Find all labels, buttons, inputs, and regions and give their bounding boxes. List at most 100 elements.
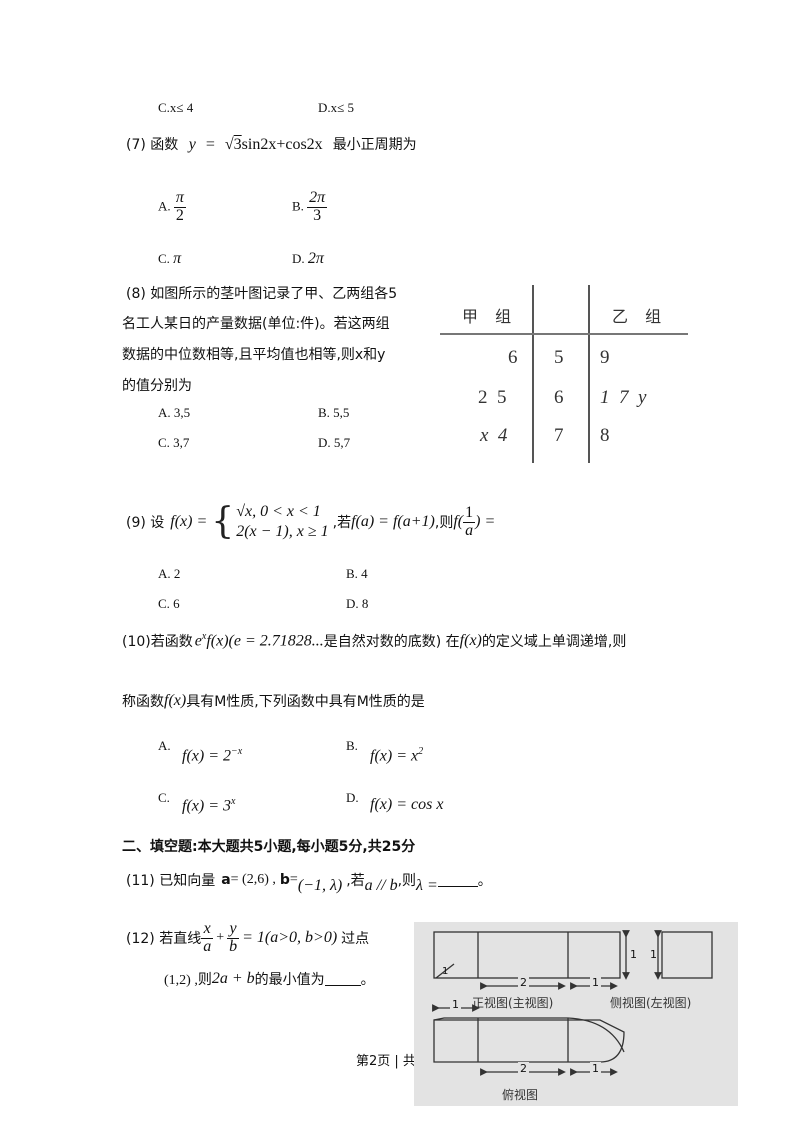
q8-line-4: 的值分别为 xyxy=(122,378,192,394)
q6-option-d: D.x≤ 5 xyxy=(318,100,355,115)
q10-option-d: f(x) = cos x xyxy=(370,796,444,813)
q9-option-b: B. 4 xyxy=(346,566,368,581)
q11-end: 。 xyxy=(477,873,492,889)
q12-plus: + xyxy=(216,930,225,945)
stem-leaf-figure: 甲 组 乙 组 6 5 9 2 5 6 1 7 y x 4 7 8 xyxy=(440,285,690,470)
q12-end: 。 xyxy=(360,972,375,988)
dim-front-right: 1 xyxy=(590,976,601,989)
q7-option-d: D. 2π xyxy=(292,250,324,268)
q11-lambda: λ = xyxy=(416,877,438,894)
stem-row-3-left: x 4 xyxy=(480,425,508,446)
stem-row-1-right: 9 xyxy=(600,347,610,368)
q10-line2-suffix: 具有M性质,下列函数中具有M性质的是 xyxy=(186,694,425,710)
stem-row-1-left: 6 xyxy=(508,347,518,368)
q12-frac-y-den: b xyxy=(229,937,238,955)
q7-sqrt-radicand: 3 xyxy=(233,136,242,153)
q8-option-d: D. 5,7 xyxy=(318,435,351,450)
q12-rest: = 1(a>0, b>0) xyxy=(242,929,338,946)
q10-option-b-sup: 2 xyxy=(418,746,424,757)
dim-front-height: 1 xyxy=(630,948,637,961)
q10-mid: 是自然对数的底数) 在 xyxy=(323,634,460,650)
q12-expr: 2a + b xyxy=(211,970,255,987)
stem-divider-left xyxy=(532,285,534,463)
q9-option-d: D. 8 xyxy=(346,596,369,611)
q7-sqrt: √3 xyxy=(224,136,242,153)
q10-option-a-sup: −x xyxy=(231,746,243,757)
dim-top-right: 1 xyxy=(590,1062,601,1075)
q9-option-a: A. 2 xyxy=(158,566,181,581)
q7-formula-eq: = xyxy=(205,136,215,153)
q6-option-c: C.x≤ 4 xyxy=(158,100,194,115)
q10-option-b-base: f(x) = x xyxy=(370,747,419,765)
q10-prefix: (10)若函数 xyxy=(122,634,193,650)
q9-mid: ,若 xyxy=(332,515,352,531)
q9-ask-num: 1 xyxy=(463,503,476,523)
q8-line-2: 名工人某日的产量数据(单位:件)。若这两组 xyxy=(122,316,390,332)
dim-front-width: 2 xyxy=(518,976,529,989)
q9-stem: (9) 设 f(x) = { √x, 0 < x < 1 2(x − 1), x… xyxy=(126,500,495,544)
q7-option-c: C. π xyxy=(158,250,181,268)
q11-then: ,则 xyxy=(397,873,417,889)
stem-left-header: 甲 组 xyxy=(462,307,518,326)
q12-line-2: (1,2) ,则 2a + b 的最小值为 。 xyxy=(164,966,375,992)
stem-divider-right xyxy=(588,285,590,463)
q9-ask-den: a xyxy=(465,521,474,539)
q12-answer-blank[interactable] xyxy=(324,973,361,986)
q7-formula: y = √3sin2x+cos2x xyxy=(189,136,327,153)
q7-option-a-den: 2 xyxy=(175,206,184,224)
q10-option-a-base: f(x) = 2 xyxy=(182,747,231,765)
q10-line2-prefix: 称函数 xyxy=(122,694,164,710)
q8-option-c: C. 3,7 xyxy=(158,435,190,450)
q7-option-a-label: A. xyxy=(158,198,171,214)
q11-answer-blank[interactable] xyxy=(437,874,478,887)
q11-vector-a-value: = (2,6) , xyxy=(230,872,276,887)
q10-option-c-base: f(x) = 3 xyxy=(182,797,231,815)
q11-vector-b-value: (−1, λ) xyxy=(297,877,343,894)
q10-expr-rest: f(x)(e = 2.71828... xyxy=(206,632,324,650)
q9-brace: { xyxy=(211,501,235,542)
q10-line-2: 称函数 f(x) 具有M性质,下列函数中具有M性质的是 xyxy=(122,686,425,716)
q11-vector-b-eq: = xyxy=(289,872,298,887)
q12-frac-x-num: x xyxy=(201,920,214,939)
q8-line-1: (8) 如图所示的茎叶图记录了甲、乙两组各5 xyxy=(126,286,398,302)
q9-fx: f(x) = xyxy=(170,513,208,530)
q7-option-d-value: 2π xyxy=(307,250,324,267)
stem-row-2-left: 2 5 xyxy=(478,387,507,408)
q9-option-c: C. 6 xyxy=(158,596,180,611)
q10-expr-e: e xyxy=(194,632,202,650)
q9-case-2: 2(x − 1), x ≥ 1 xyxy=(236,523,329,540)
q7-formula-rest: sin2x+cos2x xyxy=(241,136,323,153)
q9-condition: f(a) = f(a+1) xyxy=(351,513,435,530)
page-footer: 第2页 | 共 xyxy=(356,1054,416,1069)
q11-prefix: (11) 已知向量 xyxy=(126,873,216,889)
q7-option-b-num: 2π xyxy=(307,189,328,208)
q10-line2-fx: f(x) xyxy=(164,692,187,709)
top-view-label: 俯视图 xyxy=(502,1088,539,1102)
stem-row-3-stem: 7 xyxy=(554,425,564,446)
q7-option-a-num: π xyxy=(173,189,186,208)
q12-frac-y-num: y xyxy=(227,920,240,939)
stem-row-3-right: 8 xyxy=(600,425,610,446)
front-view-label: 正视图(主视图) xyxy=(472,996,554,1010)
q11-vector-a: a xyxy=(221,872,231,888)
q12-prefix: (12) 若直线 xyxy=(126,931,202,947)
dim-top-left: 1 xyxy=(450,998,461,1011)
q10-option-c: f(x) = 3x xyxy=(182,796,235,815)
q9-case-1: √x, 0 < x < 1 xyxy=(236,503,321,520)
q8-option-a: A. 3,5 xyxy=(158,405,191,420)
q10-fx: f(x) xyxy=(459,632,482,649)
q11-mid: ,若 xyxy=(346,873,365,889)
q12-suffix: 过点 xyxy=(341,931,370,947)
q10-expr: exf(x)(e = 2.71828... xyxy=(195,631,324,650)
q7-formula-y: y xyxy=(188,136,196,153)
q10-option-b: f(x) = x2 xyxy=(370,746,423,765)
q10-option-a-label: A. xyxy=(158,738,171,753)
q10-suffix: 的定义域上单调递增,则 xyxy=(481,634,627,650)
dim-side-height: 1 xyxy=(650,948,657,961)
